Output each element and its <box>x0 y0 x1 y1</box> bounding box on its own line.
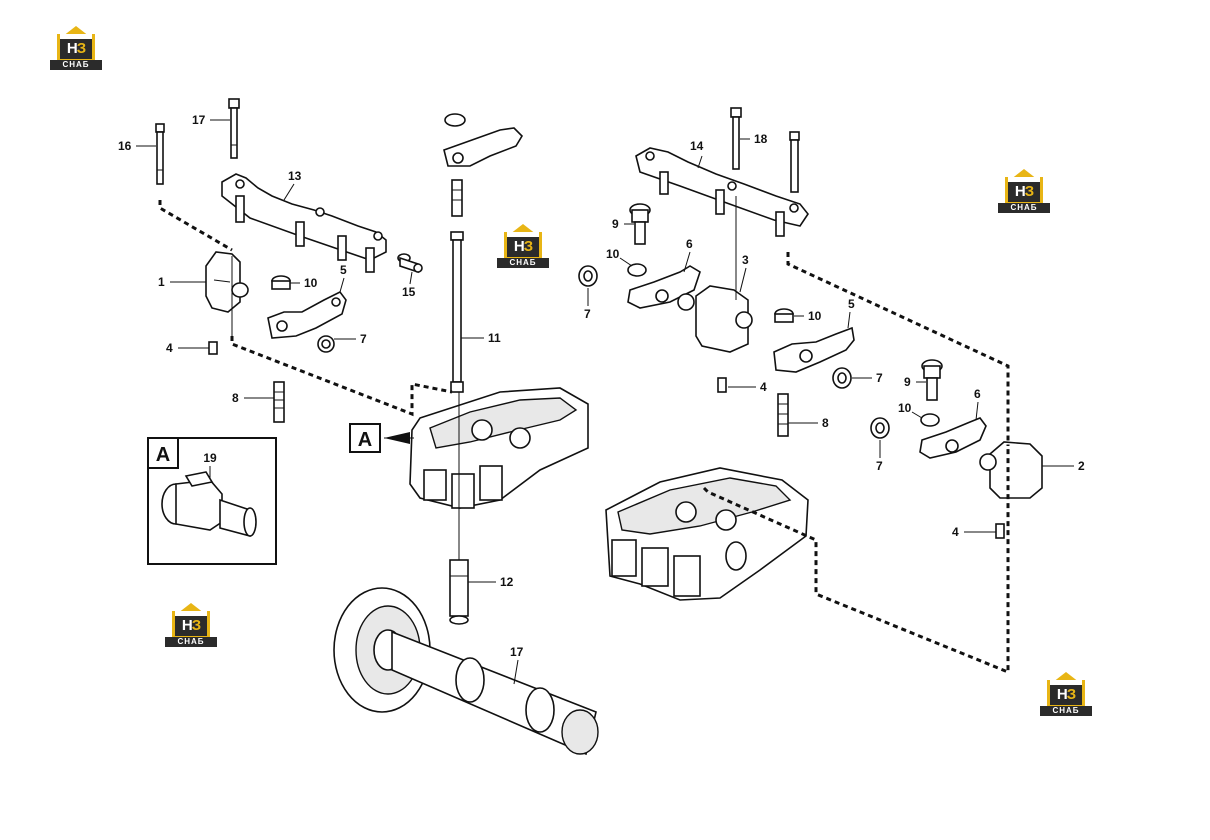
brand-logo: НЗ СНАБ <box>50 24 102 70</box>
rocker-shaft-14 <box>635 147 809 237</box>
brand-logo: НЗ СНАБ <box>497 222 549 268</box>
callout-10-lower: 10 <box>898 401 912 415</box>
logo-caption: СНАБ <box>50 60 102 70</box>
logo-mark: НЗ <box>507 237 539 257</box>
logo-mark: НЗ <box>1050 685 1082 705</box>
logo-caption: СНАБ <box>998 203 1050 213</box>
alignment-lines <box>158 196 1010 675</box>
callout-4: 4 <box>166 341 173 355</box>
rocker-arm-6-upper <box>627 265 701 309</box>
rocker-shaft-13 <box>221 173 387 273</box>
callout-9-lower: 9 <box>904 375 911 389</box>
callout-10: 10 <box>304 276 318 290</box>
callout-7: 7 <box>360 332 367 346</box>
callout-17: 17 <box>192 113 206 127</box>
logo-caption: СНАБ <box>497 258 549 268</box>
adjuster-8 <box>273 381 285 423</box>
callout-7-lower: 7 <box>876 459 883 473</box>
callout-4-right: 4 <box>760 380 767 394</box>
washer-10-lower <box>920 413 940 427</box>
callout-1: 1 <box>158 275 165 289</box>
callout-7-upper: 7 <box>584 307 591 321</box>
logo-mark: НЗ <box>1008 182 1040 202</box>
bracket-3 <box>677 285 753 353</box>
bolt-right <box>789 131 800 193</box>
pushrod-column <box>443 113 524 625</box>
dowel-4 <box>208 341 218 355</box>
bracket-2 <box>979 441 1043 499</box>
callout-6: 6 <box>686 237 693 251</box>
cylinder-head-right <box>605 467 809 601</box>
washer-7-lower <box>870 417 890 439</box>
callout-10-right: 10 <box>808 309 822 323</box>
callout-15: 15 <box>402 285 416 299</box>
rocker-arm-5-right <box>773 326 855 373</box>
callout-16: 16 <box>118 139 132 153</box>
logo-mark: НЗ <box>175 616 207 636</box>
washer-7 <box>317 335 335 353</box>
callout-17-camshaft: 17 <box>510 645 524 659</box>
callouts: 16 17 13 1 10 5 15 7 4 8 11 12 17 14 18 … <box>118 113 1085 685</box>
callout-6-lower: 6 <box>974 387 981 401</box>
detail-box-a: A 19 <box>147 437 277 565</box>
bolt-18 <box>730 107 742 170</box>
callout-18: 18 <box>754 132 768 146</box>
washer-7-upper <box>578 265 598 287</box>
cap-10 <box>271 275 291 290</box>
detail-label: A <box>156 444 170 466</box>
callout-5: 5 <box>340 263 347 277</box>
bolt-17 <box>228 98 240 159</box>
rocker-arm-5 <box>267 290 347 339</box>
cylinder-head-center <box>409 387 589 509</box>
adjuster-8-right <box>777 393 789 437</box>
brand-logo: НЗ СНАБ <box>1040 670 1092 716</box>
callout-8: 8 <box>232 391 239 405</box>
cap-10-right <box>774 308 794 323</box>
callout-4-lower: 4 <box>952 525 959 539</box>
rocker-arm-6-lower <box>919 417 987 459</box>
view-marker-a: A <box>349 423 414 453</box>
callout-13: 13 <box>288 169 302 183</box>
view-marker-label: A <box>358 429 372 451</box>
dowel-4-right <box>717 377 727 393</box>
bracket-1 <box>205 251 249 313</box>
callout-10-upper: 10 <box>606 247 620 261</box>
fitting-19 <box>161 471 257 537</box>
callout-12: 12 <box>500 575 514 589</box>
logo-caption: СНАБ <box>165 637 217 647</box>
callout-2: 2 <box>1078 459 1085 473</box>
brand-logo: НЗ СНАБ <box>998 167 1050 213</box>
bolt-9-upper <box>629 203 651 245</box>
washer-10-upper <box>627 263 647 277</box>
callout-8-right: 8 <box>822 416 829 430</box>
washer-7-mid <box>832 367 852 389</box>
callout-19: 19 <box>203 451 217 465</box>
pin-15 <box>397 253 423 274</box>
left-rocker-assembly <box>155 98 423 423</box>
callout-11: 11 <box>488 331 501 345</box>
camshaft-17 <box>333 587 599 756</box>
bolt-9-lower <box>921 359 943 401</box>
brand-logo: НЗ СНАБ <box>165 601 217 647</box>
callout-7-mid: 7 <box>876 371 883 385</box>
callout-9: 9 <box>612 217 619 231</box>
logo-caption: СНАБ <box>1040 706 1092 716</box>
callout-5-right: 5 <box>848 297 855 311</box>
right-rocker-assembly <box>578 107 1043 539</box>
callout-3: 3 <box>742 253 749 267</box>
bolt-16 <box>155 123 165 185</box>
logo-mark: НЗ <box>60 39 92 59</box>
dowel-4-lower <box>995 523 1005 539</box>
callout-14: 14 <box>690 139 704 153</box>
